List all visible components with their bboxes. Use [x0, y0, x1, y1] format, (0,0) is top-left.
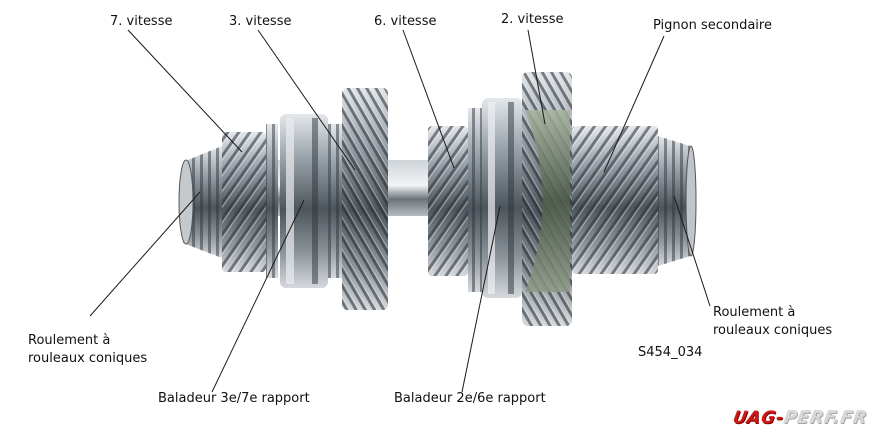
gear-3rd [342, 88, 388, 310]
label-gear-2: 2. vitesse [501, 12, 564, 27]
synchro-slider-2-6 [482, 98, 522, 298]
leader-gear6 [402, 29, 455, 169]
gear-2nd [522, 72, 572, 326]
label-gear-6: 6. vitesse [374, 14, 437, 29]
watermark-logo: UAG-PERF.FR [730, 408, 869, 428]
leader-pinion [603, 35, 665, 173]
leader-gear2 [527, 29, 546, 125]
label-output-pinion: Pignon secondaire [653, 18, 772, 33]
label-gear-3: 3. vitesse [229, 14, 292, 29]
leader-lines [89, 29, 711, 393]
label-bearing-right: Roulement à rouleaux coniques [713, 305, 833, 338]
label-slider-3-7: Baladeur 3e/7e rapport [158, 391, 310, 406]
left-tapered-roller-bearing [178, 146, 222, 258]
leader-gear3 [257, 29, 356, 171]
right-tapered-roller-bearing [658, 136, 697, 266]
leader-slider-26 [461, 205, 501, 393]
label-bearing-left: Roulement à rouleaux coniques [28, 333, 148, 366]
leader-bearing-right [673, 195, 711, 307]
label-gear-7: 7. vitesse [110, 14, 173, 29]
leader-slider-37 [211, 199, 305, 393]
gear-6th [428, 126, 468, 276]
leader-bearing-left [89, 191, 201, 317]
leader-gear7 [127, 29, 243, 153]
output-pinion [572, 126, 658, 274]
gear-7th [222, 132, 266, 272]
label-slider-2-6: Baladeur 2e/6e rapport [394, 391, 546, 406]
figure-code: S454_034 [638, 345, 703, 360]
